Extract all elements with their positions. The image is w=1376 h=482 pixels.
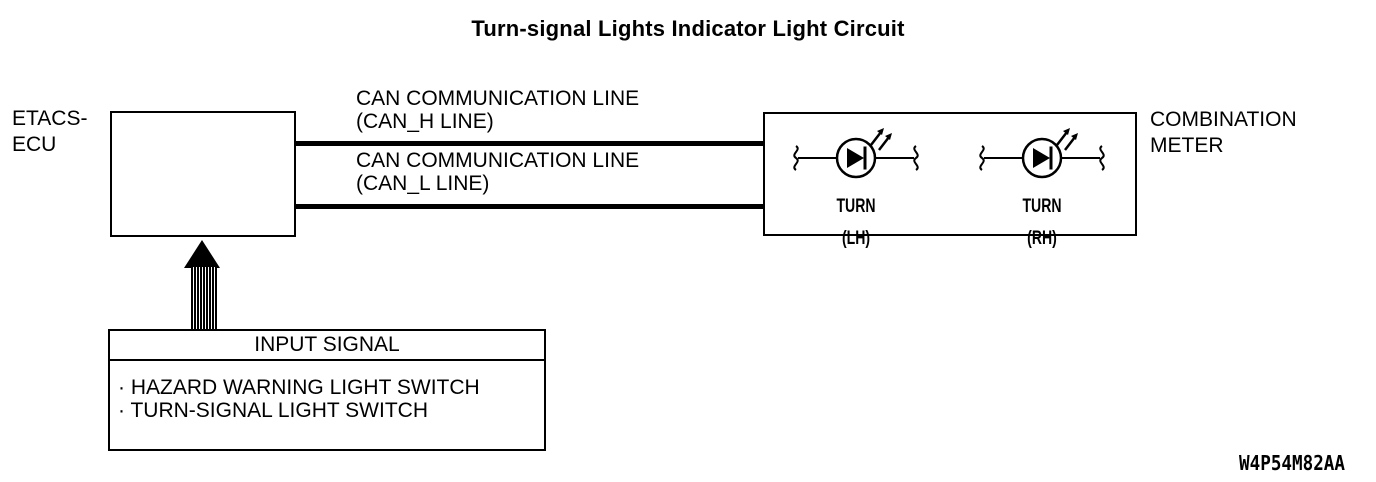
can-l-label-line1: CAN COMMUNICATION LINE	[356, 149, 640, 172]
etacs-ecu-box	[110, 111, 296, 237]
wire-break-squiggle-icon	[979, 145, 985, 171]
list-item: · TURN-SIGNAL LIGHT SWITCH	[118, 399, 428, 422]
figure-code: W4P54M82AA	[1239, 451, 1345, 475]
turn-rh-label: TURN (RH)	[1022, 196, 1062, 249]
can-h-label-line2: (CAN_H LINE)	[356, 110, 494, 133]
wire-break-squiggle-icon	[793, 145, 799, 171]
led-indicator-icon	[979, 128, 1105, 179]
turn-rh-led	[974, 114, 1110, 184]
list-item: · HAZARD WARNING LIGHT SWITCH	[118, 376, 480, 399]
can-h-wire	[296, 141, 763, 146]
input-signal-header: INPUT SIGNAL	[110, 331, 544, 361]
turn-lh-label: TURN (LH)	[836, 196, 876, 249]
bullet: ·	[118, 376, 125, 399]
combination-meter-box	[763, 112, 1137, 236]
can-l-wire	[296, 204, 763, 209]
led-indicator-icon	[793, 128, 919, 179]
wire-break-squiggle-icon	[1099, 145, 1105, 171]
can-l-label-line2: (CAN_L LINE)	[356, 172, 490, 195]
bullet: ·	[118, 399, 125, 422]
signal-flow-arrow-shaft	[191, 267, 217, 330]
input-signal-items: · HAZARD WARNING LIGHT SWITCH · TURN-SIG…	[118, 376, 544, 422]
input-signal-box: INPUT SIGNAL · HAZARD WARNING LIGHT SWIT…	[108, 329, 546, 451]
page-title: Turn-signal Lights Indicator Light Circu…	[471, 16, 905, 41]
etacs-ecu-label: ETACS- ECU	[12, 107, 88, 156]
turn-lh-led	[788, 114, 924, 184]
wire-break-squiggle-icon	[913, 145, 919, 171]
can-h-label-line1: CAN COMMUNICATION LINE	[356, 87, 640, 110]
combination-meter-label: COMBINATION METER	[1150, 108, 1297, 157]
signal-flow-arrow-icon	[184, 240, 220, 268]
